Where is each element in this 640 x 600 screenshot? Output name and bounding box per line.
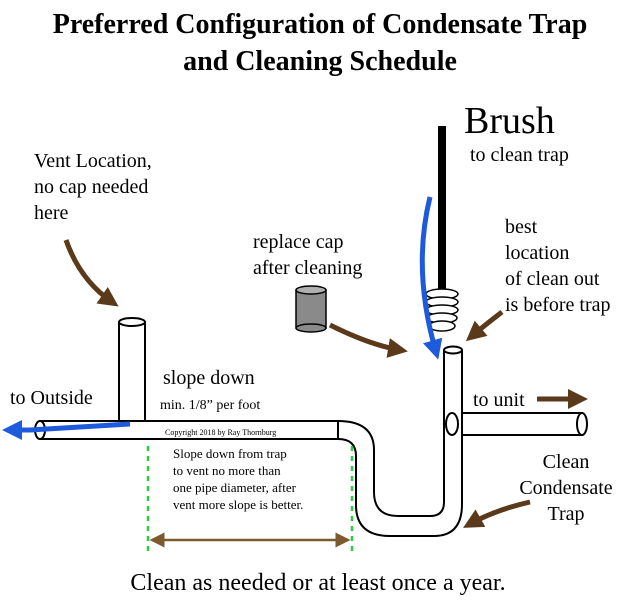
slope-note-line-4: vent more slope is better.: [173, 497, 303, 512]
vent-location-label: Vent Location, no cap needed here: [34, 150, 152, 224]
vent-label-line-1: Vent Location,: [34, 150, 152, 172]
slope-note-line-3: one pipe diameter, after: [173, 480, 297, 495]
slope-note: Slope down from trap to vent no more tha…: [173, 446, 303, 512]
clean-trap-label: Clean Condensate Trap: [519, 451, 612, 525]
best-location-line-2: location: [505, 242, 569, 264]
clean-trap-pointer-arrow: [463, 499, 531, 528]
clean-trap-line-1: Clean: [543, 451, 590, 473]
slope-down-label: slope down: [163, 367, 255, 389]
title-line-2: and Cleaning Schedule: [183, 46, 457, 77]
slope-note-line-2: to vent no more than: [173, 463, 281, 478]
slope-rate-label: min. 1/8” per foot: [160, 398, 260, 413]
brush-subtitle: to clean trap: [470, 144, 569, 166]
outflow-arrow: [2, 420, 131, 440]
cleanout-cap: [295, 285, 327, 333]
clean-trap-line-2: Condensate: [519, 477, 612, 499]
condensate-trap: [337, 345, 463, 537]
best-location-line-4: is before trap: [505, 294, 611, 316]
brush-icon: [425, 126, 459, 332]
clean-trap-line-3: Trap: [547, 503, 584, 525]
unit-branch-pipe: [445, 412, 588, 436]
vent-label-line-3: here: [34, 202, 69, 224]
to-unit-label: to unit: [473, 389, 525, 411]
footer-text: Clean as needed or at least once a year.: [130, 570, 505, 596]
best-location-pointer-arrow: [465, 310, 504, 342]
vent-pipe: [118, 317, 146, 422]
title-line-1: Preferred Configuration of Condensate Tr…: [53, 9, 588, 40]
brush-insert-flow-arrow: [419, 196, 443, 360]
copyright-text: Copyright 2018 by Ray Thornburg: [165, 428, 276, 437]
best-location-label: best location of clean out is before tra…: [505, 216, 611, 316]
to-outside-label: to Outside: [10, 387, 93, 409]
replace-cap-line-2: after cleaning: [253, 257, 362, 279]
vent-label-line-2: no cap needed: [34, 176, 148, 198]
cap-pointer-arrow: [328, 322, 408, 358]
brush-title: Brush: [464, 100, 555, 142]
best-location-line-1: best: [505, 216, 538, 238]
best-location-line-3: of clean out: [505, 268, 600, 290]
vent-pointer-arrow: [63, 239, 119, 307]
replace-cap-line-1: replace cap: [253, 231, 343, 253]
replace-cap-label: replace cap after cleaning: [253, 231, 362, 279]
slope-note-line-1: Slope down from trap: [173, 446, 287, 461]
